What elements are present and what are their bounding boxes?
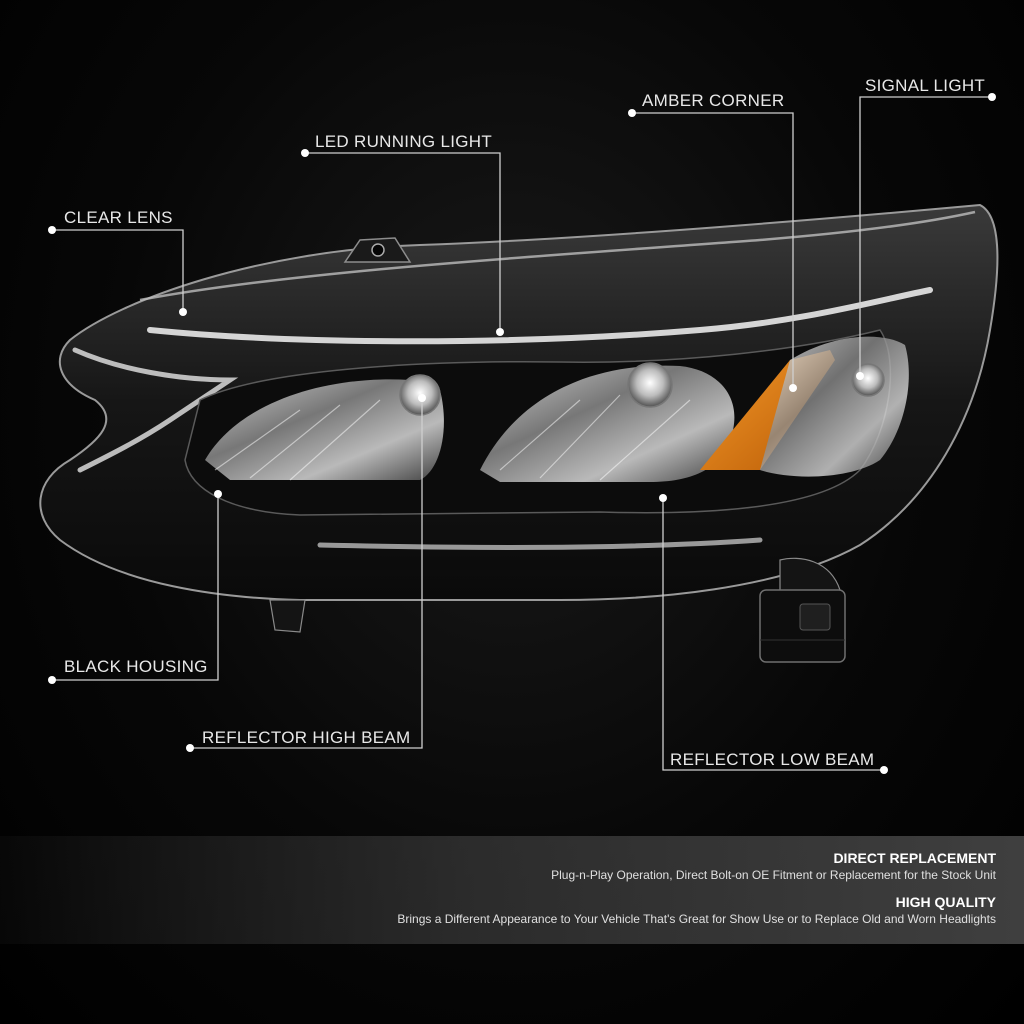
callout-led-running-light: LED RUNNING LIGHT (315, 132, 493, 151)
leader-lines (52, 96, 992, 771)
leader-signal-light (859, 96, 992, 376)
dot-signal-start (988, 93, 996, 101)
callout-reflector-high-beam: REFLECTOR HIGH BEAM (202, 728, 411, 747)
dot-clear-lens-end (179, 308, 187, 316)
feature-text-high-quality: Brings a Different Appearance to Your Ve… (397, 912, 996, 926)
callout-signal-light: SIGNAL LIGHT (865, 76, 986, 95)
leader-led-running-light (305, 152, 501, 332)
dot-high-beam-start (186, 744, 194, 752)
callout-black-housing: BLACK HOUSING (64, 657, 208, 676)
dot-signal-end (856, 372, 864, 380)
dot-housing-end (214, 490, 222, 498)
dot-clear-lens-start (48, 226, 56, 234)
leader-reflector-low-beam (662, 498, 884, 771)
callout-reflector-low-beam: REFLECTOR LOW BEAM (670, 750, 875, 769)
callout-amber-corner: AMBER CORNER (642, 91, 785, 110)
callout-clear-lens: CLEAR LENS (64, 208, 173, 227)
dot-led-end (496, 328, 504, 336)
leader-dots (48, 93, 996, 774)
dot-high-beam-end (418, 394, 426, 402)
dot-low-beam-end (659, 494, 667, 502)
low-beam-reflector (480, 362, 735, 482)
leader-reflector-high-beam (190, 398, 423, 749)
wiring-connector (759, 589, 846, 663)
feature-text-direct-replacement: Plug-n-Play Operation, Direct Bolt-on OE… (551, 868, 996, 882)
feature-title-direct-replacement: DIRECT REPLACEMENT (833, 850, 996, 866)
leader-clear-lens (52, 229, 184, 312)
leader-amber-corner (632, 112, 794, 388)
dot-amber-start (628, 109, 636, 117)
leader-black-housing (52, 494, 219, 681)
dot-amber-end (789, 384, 797, 392)
feature-title-high-quality: HIGH QUALITY (895, 894, 996, 910)
dot-led-start (301, 149, 309, 157)
feature-panel: DIRECT REPLACEMENT Plug-n-Play Operation… (0, 836, 1024, 944)
led-running-strip (72, 287, 933, 550)
dot-housing-start (48, 676, 56, 684)
dot-low-beam-start (880, 766, 888, 774)
